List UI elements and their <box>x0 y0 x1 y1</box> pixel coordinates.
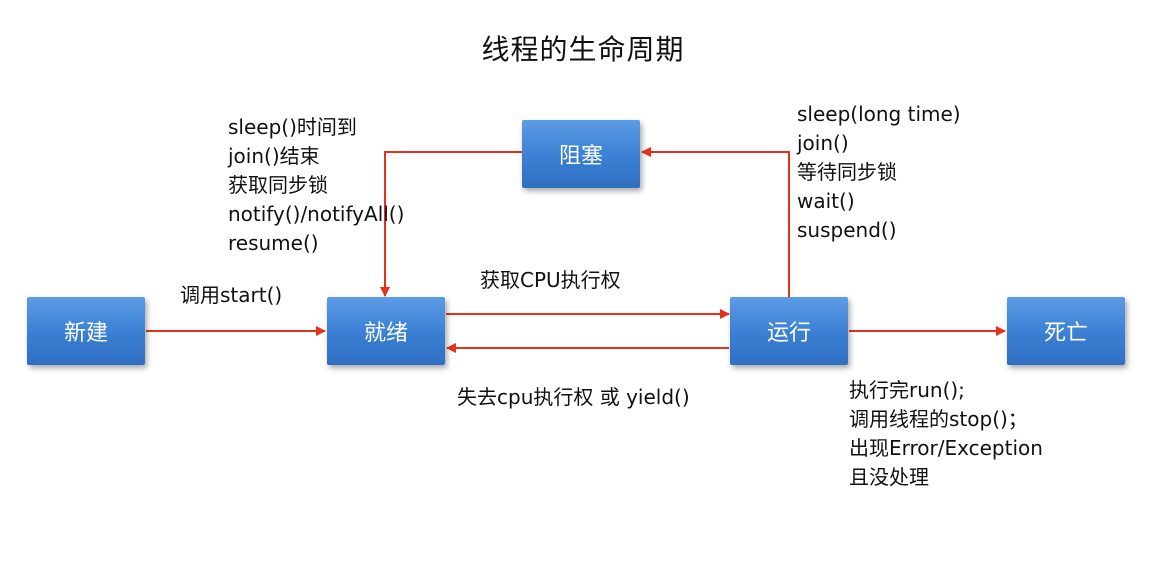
label-line: 调用线程的stop()； <box>849 407 1028 431</box>
label-line: 等待同步锁 <box>797 160 897 184</box>
label-line: 执行完run(); <box>849 378 965 402</box>
label-line: 且没处理 <box>849 465 929 489</box>
label-line: join() <box>797 131 849 155</box>
label-line: notify()/notifyAll() <box>228 202 405 226</box>
state-runnable: 就绪 <box>327 297 445 365</box>
state-blocked: 阻塞 <box>522 120 640 188</box>
diagram-title: 线程的生命周期 <box>481 33 685 66</box>
state-new: 新建 <box>27 297 145 365</box>
label-line: join()结束 <box>228 144 320 168</box>
label-line: sleep()时间到 <box>228 115 357 139</box>
arrow-blocked-to-runnable <box>380 151 522 297</box>
state-running: 运行 <box>730 297 848 365</box>
label-line: sleep(long time) <box>797 102 961 126</box>
label-running-to-dead: 执行完run(); 调用线程的stop()； 出现Error/Exception… <box>849 376 1043 492</box>
label-line: wait() <box>797 189 855 213</box>
label-running-to-blocked: sleep(long time) join() 等待同步锁 wait() sus… <box>797 100 961 245</box>
label-line: resume() <box>228 231 319 255</box>
label-runnable-to-running: 获取CPU执行权 <box>480 268 621 292</box>
label-new-to-runnable: 调用start() <box>180 283 283 307</box>
arrow-running-to-blocked <box>641 147 790 297</box>
label-line: 获取同步锁 <box>228 173 328 197</box>
label-blocked-to-runnable: sleep()时间到 join()结束 获取同步锁 notify()/notif… <box>228 113 404 258</box>
label-line: 出现Error/Exception <box>849 436 1043 460</box>
label-line: suspend() <box>797 218 897 242</box>
label-running-to-runnable: 失去cpu执行权 或 yield() <box>457 385 690 409</box>
state-dead: 死亡 <box>1007 297 1125 365</box>
